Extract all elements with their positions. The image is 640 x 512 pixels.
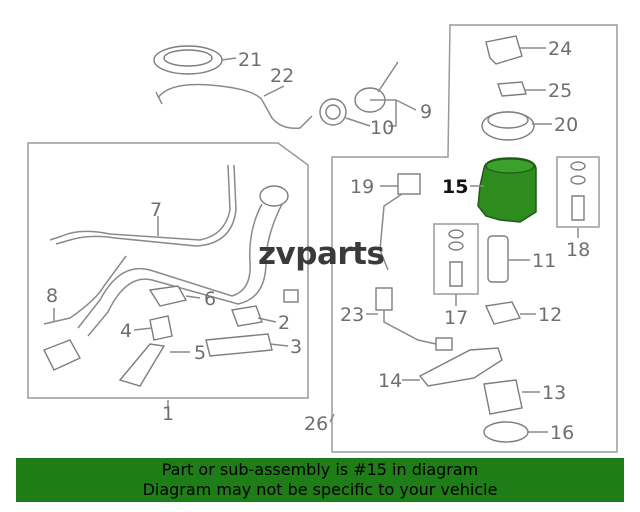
label-20: 20 [554,114,578,136]
label-18: 18 [566,239,590,261]
banner-line-1: Part or sub-assembly is #15 in diagram [161,460,479,479]
part-2-bracket [231,305,263,327]
label-1: 1 [162,403,174,425]
leader-lines [53,47,579,433]
label-6: 6 [204,288,216,310]
label-2: 2 [278,312,290,334]
label-24: 24 [548,38,572,60]
part-20-ring [481,111,535,141]
kit-17-parts [448,229,464,287]
label-4: 4 [120,320,132,342]
part-3-strap [205,333,273,357]
part-6-clip [148,285,188,307]
part-19-harness [379,173,421,271]
watermark-logo: zvparts [258,236,385,272]
part-25-clip [497,81,527,97]
part-16-seal [483,421,529,443]
label-22: 22 [270,65,294,87]
label-10: 10 [370,117,394,139]
part-22-hose-end [155,91,163,105]
label-16: 16 [550,422,574,444]
label-21: 21 [238,49,262,71]
part-5-bracket [118,343,166,387]
label-19: 19 [350,176,374,198]
part-7-line-b [55,164,237,247]
part-10-cap [319,98,347,126]
part-24-connector [485,35,523,65]
assembly-26-frame [331,24,618,453]
label-3: 3 [290,336,302,358]
label-14: 14 [378,370,402,392]
label-25: 25 [548,80,572,102]
banner-line-2: Diagram may not be specific to your vehi… [142,480,498,499]
label-5: 5 [194,342,206,364]
label-23: 23 [340,304,364,326]
label-11: 11 [532,250,556,272]
kit-18-frame [556,156,600,228]
assembly-1-frame [27,142,309,399]
label-8: 8 [46,285,58,307]
filler-neck [43,185,289,371]
part-8-line [43,255,127,325]
part-15-pump-module [477,157,537,223]
part-13-bracket [483,379,523,415]
part-11-pump [487,235,509,283]
part-4-bracket [149,315,173,341]
part-12-bracket [484,301,522,325]
part-7-line [49,164,231,241]
small-clip [283,289,299,303]
parts-diagram: 21 22 9 10 7 8 6 4 2 3 5 1 24 25 20 15 1… [27,24,618,453]
kit-18-parts [570,161,586,221]
part-23-sender [375,287,453,351]
label-7: 7 [150,199,162,221]
label-15: 15 [442,176,468,198]
label-26: 26 [304,413,328,435]
info-banner: Part or sub-assembly is #15 in diagram D… [16,458,624,502]
label-13: 13 [542,382,566,404]
label-12: 12 [538,304,562,326]
part-21-ring [153,45,223,75]
part-9-cap [354,61,399,113]
part-14-filter [418,347,503,387]
label-17: 17 [444,307,468,329]
label-9: 9 [420,101,432,123]
part-22-hose [157,83,313,130]
